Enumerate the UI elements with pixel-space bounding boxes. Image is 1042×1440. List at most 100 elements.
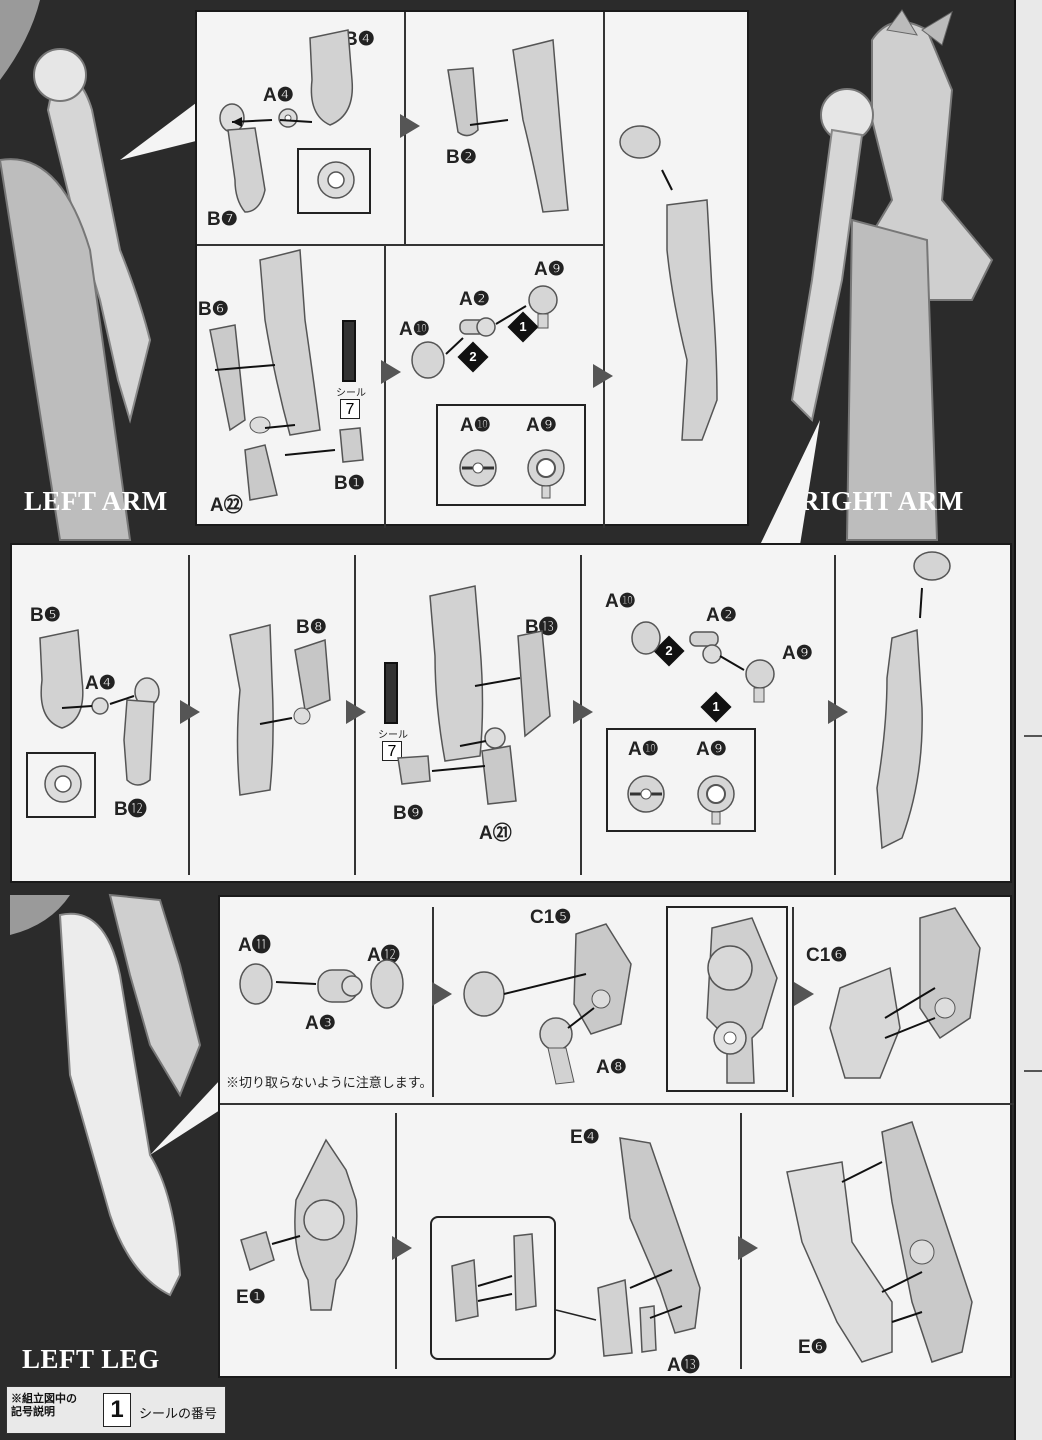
step-arrow [392, 1236, 412, 1260]
legend-title-line2: 記号説明 [11, 1406, 55, 1418]
part-label-b9: B❾ [393, 803, 424, 824]
zoom-label-a10: A❿ [628, 739, 659, 760]
part-label-a9: A❾ [782, 643, 813, 664]
part-label-b4: B❹ [344, 29, 375, 50]
forearm-with-hand-parts [397, 585, 551, 805]
forearm-part [219, 103, 266, 213]
zoom-label-a9: A❾ [696, 739, 727, 760]
part-label-c16: C1❻ [806, 945, 848, 966]
seal-number: 7 [340, 399, 360, 419]
part-label-a9: A❾ [534, 259, 565, 280]
step-arrow [573, 700, 593, 724]
seal-word: シール [336, 388, 366, 399]
step-arrow [794, 982, 814, 1006]
assembly-arrow [231, 117, 313, 127]
zoom-label-a9: A❾ [526, 415, 557, 436]
leg-frame-complete [786, 1121, 973, 1363]
zoom-box: A❿ A❾ [436, 404, 586, 506]
callout-wedge [120, 100, 200, 160]
knee-frame-assembly [597, 1137, 701, 1357]
seal-word: シール [378, 730, 408, 741]
step-arrow [432, 982, 452, 1006]
seal-marker: シール 7 [334, 320, 368, 419]
part-label-a13: A⓭ [667, 1355, 700, 1376]
panel-divider [197, 244, 605, 246]
step-arrow [828, 700, 848, 724]
part-label-b1: B❶ [334, 473, 365, 494]
right-margin-strip [1014, 0, 1042, 1440]
hip-block-assembly [463, 923, 632, 1085]
part-label-b5: B❺ [30, 605, 61, 626]
part-label-a8: A❽ [596, 1057, 627, 1078]
thigh-frame-assembly [240, 1138, 358, 1311]
part-label-a2: A❷ [706, 605, 737, 626]
part-label-a10: A❿ [605, 591, 636, 612]
callout-wedge [760, 420, 820, 545]
callout-line [555, 1309, 597, 1321]
part-label-a2: A❷ [459, 289, 490, 310]
panel-divider [792, 907, 794, 1097]
part-label-a4: A❹ [263, 85, 294, 106]
part-label-a21: A㉑ [479, 823, 512, 844]
right-arm-figure [790, 9, 994, 541]
part-label-a3: A❸ [305, 1013, 336, 1034]
shoulder-joint-parts [411, 285, 558, 379]
legend-title-line1: ※組立図中の [11, 1393, 77, 1405]
zoom-box [666, 906, 788, 1092]
forearm-assembly [447, 39, 569, 213]
seal-bar [384, 662, 398, 724]
forearm-with-hand-parts [209, 249, 364, 501]
part-label-b6: B❻ [198, 299, 229, 320]
arm-assembly-complete [876, 551, 951, 850]
legend-title: ※組立図中の 記号説明 [11, 1393, 95, 1419]
symbol-legend: ※組立図中の 記号説明 1 シールの番号 [6, 1386, 226, 1434]
part-label-b2: B❷ [446, 147, 477, 168]
left-leg-title: LEFT LEG [22, 1344, 160, 1374]
left-leg-figure [10, 893, 202, 1297]
part-label-e6: E❻ [798, 1337, 828, 1358]
step-arrow [738, 1236, 758, 1260]
arm-assembly-complete [619, 125, 718, 441]
hip-block-with-cover [829, 907, 981, 1079]
hip-joint-parts [239, 959, 404, 1009]
step-arrow [593, 364, 613, 388]
upper-arm-part [39, 629, 160, 786]
part-label-c15: C1❺ [530, 907, 572, 928]
part-label-a11: A⓫ [238, 935, 271, 956]
part-label-e4: E❹ [570, 1127, 600, 1148]
step-arrow [346, 700, 366, 724]
seal-bar [342, 320, 356, 382]
zoom-box [297, 148, 371, 214]
panel-divider [384, 244, 386, 528]
joint-ring-part [278, 108, 298, 128]
part-label-a4: A❹ [85, 673, 116, 694]
zoom-box: A❿ A❾ [606, 728, 756, 832]
step-arrow [400, 114, 420, 138]
legend-seal-box: 1 [103, 1393, 131, 1427]
zoom-box [26, 752, 96, 818]
step-arrow [381, 360, 401, 384]
shoulder-joint-parts [631, 621, 775, 703]
margin-tick [1024, 735, 1042, 737]
panel-divider [220, 1103, 1014, 1105]
left-arm-title: LEFT ARM [24, 486, 168, 516]
step-arrow [180, 700, 200, 724]
part-label-a10: A❿ [399, 319, 430, 340]
legend-description: シールの番号 [139, 1406, 218, 1421]
right-arm-title: RIGHT ARM [800, 486, 964, 516]
zoom-label-a10: A❿ [460, 415, 491, 436]
upper-arm-assembly [229, 624, 331, 796]
part-label-b7: B❼ [207, 209, 238, 230]
margin-tick [1024, 1070, 1042, 1072]
part-label-e1: E❶ [236, 1287, 266, 1308]
part-label-a22: A㉒ [210, 495, 243, 516]
panel-divider [603, 12, 605, 528]
part-label-b8: B❽ [296, 617, 327, 638]
seal-number: 7 [382, 741, 402, 761]
callout-wedge [150, 1080, 220, 1155]
seal-marker: シール 7 [376, 662, 410, 761]
caution-note: ※切り取らないように注意します。 [226, 1075, 433, 1090]
zoom-box [430, 1216, 556, 1360]
left-arm-figure [0, 0, 152, 541]
